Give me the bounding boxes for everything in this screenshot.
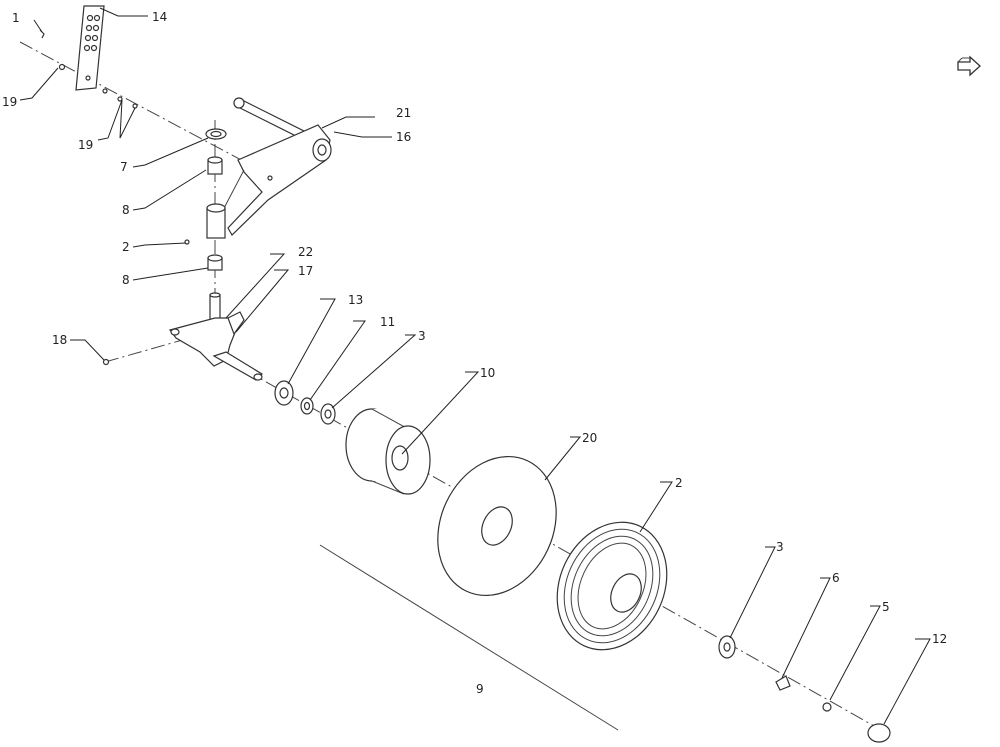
callout-7: 7	[120, 160, 128, 174]
inner-tube	[437, 455, 557, 597]
rim	[345, 408, 431, 495]
callout-17: 17	[298, 264, 313, 278]
washer-part-7	[205, 128, 227, 140]
leader-8a	[132, 169, 207, 211]
callout-2: 2	[675, 476, 683, 490]
leader-3b	[729, 546, 776, 639]
leader-18	[70, 339, 105, 361]
leader-19a	[19, 67, 59, 101]
callout-8: 8	[122, 203, 130, 217]
washer-part-11	[300, 397, 314, 415]
upper-axis-line	[19, 41, 276, 179]
callout-21: 21	[396, 106, 411, 120]
pivot-tube	[206, 203, 226, 239]
callout-8: 8	[122, 273, 130, 287]
callout-12: 12	[932, 632, 947, 646]
section-line	[319, 544, 619, 731]
wheel-axis-line	[244, 369, 891, 736]
callout-10: 10	[480, 366, 495, 380]
leader-5	[829, 605, 881, 701]
leader-6	[781, 577, 831, 679]
washer	[102, 88, 108, 94]
washer	[117, 96, 123, 102]
bearing-lower	[718, 635, 736, 659]
callout-3: 3	[418, 329, 426, 343]
callout-19: 19	[2, 95, 17, 109]
washer	[132, 103, 138, 109]
leader-7	[132, 137, 209, 168]
leader-1	[33, 19, 43, 33]
callout-18: 18	[52, 333, 67, 347]
callout-1: 1	[12, 11, 20, 25]
leader-12	[883, 638, 931, 725]
swing-arm	[221, 124, 332, 236]
callout-11: 11	[380, 315, 395, 329]
spacer	[274, 380, 294, 406]
nut	[58, 63, 66, 71]
callout-16: 16	[396, 130, 411, 144]
leader-14	[99, 7, 148, 17]
mounting-plate	[75, 5, 105, 91]
callout-22: 22	[298, 245, 313, 259]
leader-11	[309, 320, 366, 401]
leader-16	[333, 131, 392, 138]
leader-17	[235, 269, 290, 333]
leader-3a	[331, 334, 417, 409]
callout-13: 13	[348, 293, 363, 307]
tire	[556, 521, 668, 651]
leader-20	[544, 436, 582, 481]
leader-21	[321, 116, 375, 129]
callout-2: 2	[122, 240, 130, 254]
bushing-upper	[207, 156, 223, 175]
leader-8b	[132, 267, 209, 281]
callout-20: 20	[582, 431, 597, 445]
grease-fitting	[267, 175, 273, 181]
callout-19: 19	[78, 138, 93, 152]
callout-9: 9	[476, 682, 484, 696]
callout-3: 3	[776, 540, 784, 554]
callout-5: 5	[882, 600, 890, 614]
cotter-pin	[822, 702, 832, 712]
bolt	[102, 358, 110, 366]
next-page-arrow-icon[interactable]	[957, 55, 981, 77]
leader-22	[225, 253, 286, 319]
leader-19b	[97, 99, 136, 141]
leader-10	[401, 371, 480, 455]
callout-14: 14	[152, 10, 167, 24]
leader-2a	[132, 242, 187, 248]
leader-13	[287, 298, 336, 385]
bushing-lower	[207, 254, 223, 271]
leader-2b	[639, 481, 673, 533]
bearing-upper	[320, 403, 336, 425]
castle-nut	[775, 675, 791, 691]
hub-cap	[867, 723, 891, 743]
callout-6: 6	[832, 571, 840, 585]
caster-fork	[168, 292, 263, 381]
